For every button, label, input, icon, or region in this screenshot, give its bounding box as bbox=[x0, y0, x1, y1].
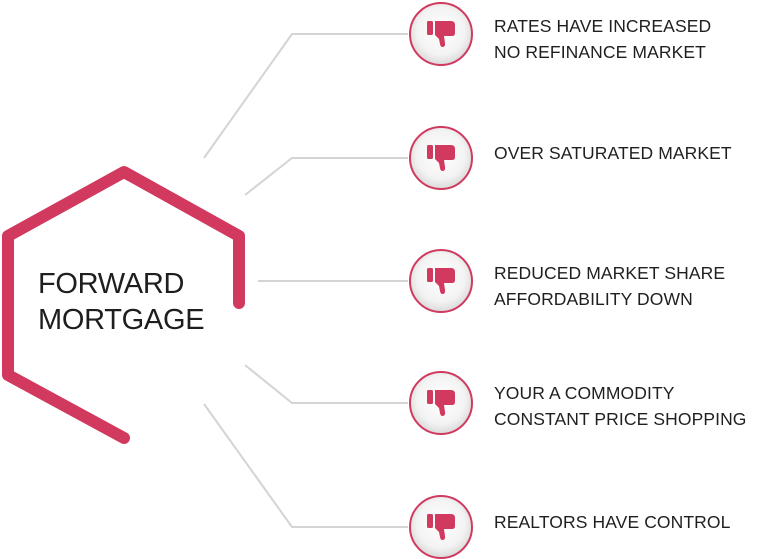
center-title-line-2: MORTGAGE bbox=[38, 304, 205, 336]
item-label-5-line-1: REALTORS HAVE CONTROL bbox=[494, 512, 731, 532]
item-label-3: REDUCED MARKET SHARE AFFORDABILITY DOWN bbox=[494, 260, 768, 312]
connector-line-2 bbox=[244, 157, 408, 196]
item-label-4: YOUR A COMMODITY CONSTANT PRICE SHOPPING bbox=[494, 380, 768, 432]
center-title-line-1: FORWARD bbox=[38, 268, 185, 300]
item-label-5: REALTORS HAVE CONTROL bbox=[494, 509, 768, 535]
item-label-3-line-2: AFFORDABILITY DOWN bbox=[494, 289, 693, 309]
connector-line-5 bbox=[203, 403, 408, 528]
item-label-4-line-1: YOUR A COMMODITY bbox=[494, 383, 675, 403]
item-label-1-line-2: NO REFINANCE MARKET bbox=[494, 42, 706, 62]
hexagon-frame bbox=[2, 166, 245, 444]
item-label-1: RATES HAVE INCREASED NO REFINANCE MARKET bbox=[494, 13, 768, 65]
icon-circle-3 bbox=[409, 249, 473, 313]
item-label-2: OVER SATURATED MARKET bbox=[494, 140, 768, 166]
connector-line-4 bbox=[244, 364, 408, 404]
icon-circle-5 bbox=[409, 495, 473, 559]
item-label-1-line-1: RATES HAVE INCREASED bbox=[494, 16, 712, 36]
center-title: FORWARD MORTGAGE bbox=[38, 266, 238, 338]
icon-circle-2 bbox=[409, 126, 473, 190]
connector-line-1 bbox=[203, 33, 408, 159]
item-label-2-line-1: OVER SATURATED MARKET bbox=[494, 143, 732, 163]
icon-circle-1 bbox=[409, 2, 473, 66]
item-label-3-line-1: REDUCED MARKET SHARE bbox=[494, 263, 726, 283]
connector-lines bbox=[203, 33, 408, 528]
icon-circle-4 bbox=[409, 371, 473, 435]
item-label-4-line-2: CONSTANT PRICE SHOPPING bbox=[494, 409, 747, 429]
